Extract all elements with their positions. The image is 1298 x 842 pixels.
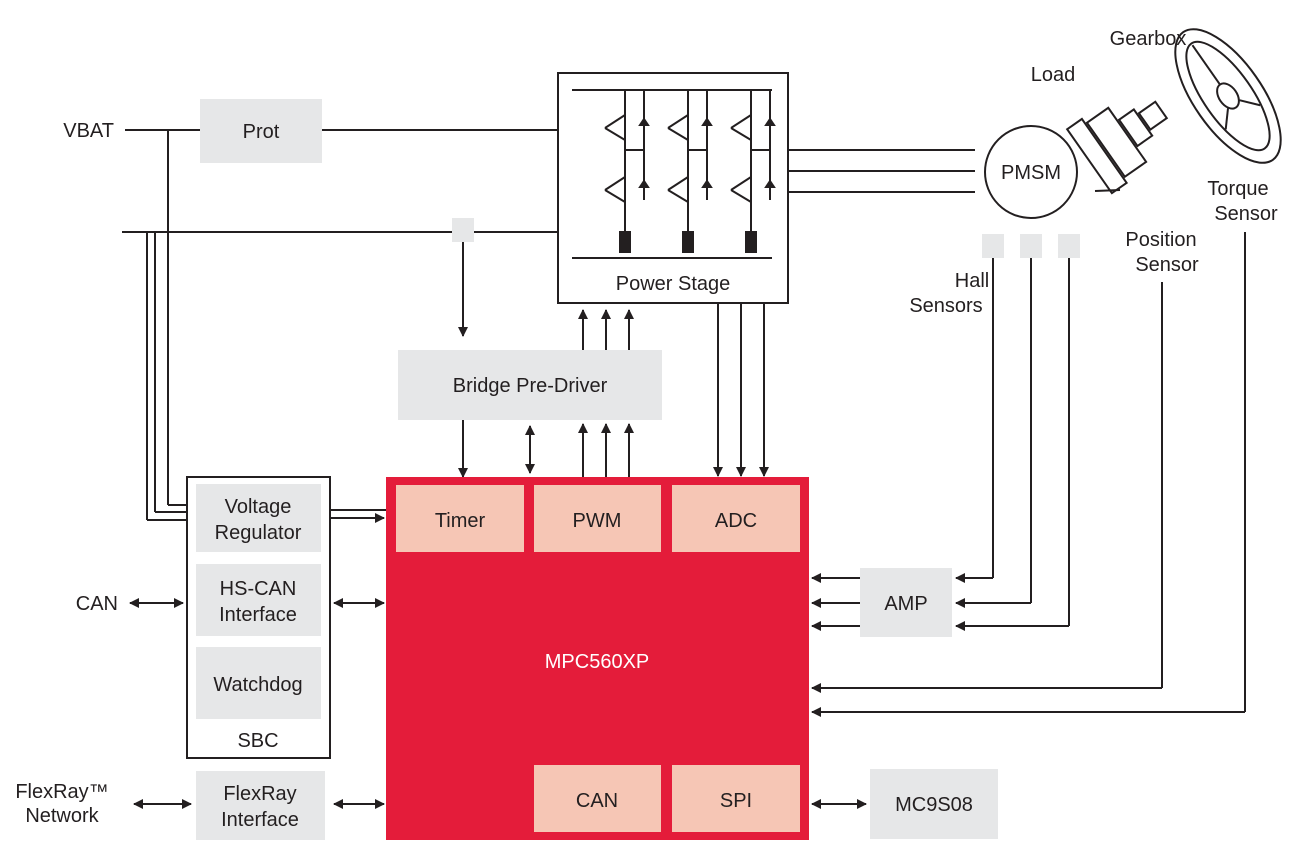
gearbox-label: Gearbox <box>1110 28 1187 50</box>
bridge-predriver-label: Bridge Pre-Driver <box>453 375 608 397</box>
torque-sensor-label-line1: Torque <box>1207 178 1268 200</box>
amp-label: AMP <box>884 593 927 615</box>
position-sensor-label-line1: Position <box>1125 229 1196 251</box>
power-stage-block: Power Stage <box>557 72 789 304</box>
spi-peripheral <box>672 765 800 832</box>
watchdog-label: Watchdog <box>213 674 302 696</box>
timer-label: Timer <box>435 510 486 532</box>
steering-wheel-icon <box>1065 28 1282 195</box>
timer-peripheral <box>396 485 524 552</box>
flexray-interface-label-line1: FlexRay <box>223 783 296 805</box>
vbat-label: VBAT <box>63 120 114 142</box>
hall-sensors-label-line1: Hall <box>955 270 989 292</box>
mcu-label: MPC560XP <box>545 651 650 673</box>
position-sensor-label-line2: Sensor <box>1135 254 1199 276</box>
torque-sensor-label-line2: Sensor <box>1214 203 1278 225</box>
prot-label: Prot <box>243 121 280 143</box>
pwm-peripheral <box>534 485 661 552</box>
power-stage-label: Power Stage <box>616 273 731 295</box>
flexray-interface-block: FlexRay Interface <box>196 771 325 840</box>
spi-label: SPI <box>720 790 752 812</box>
pmsm-label: PMSM <box>1001 162 1061 184</box>
current-sense-block <box>452 218 474 242</box>
flexray-network-label-line1: FlexRay™ <box>15 781 108 803</box>
pwm-label: PWM <box>573 510 622 532</box>
transistor-bridge-icon <box>572 89 776 259</box>
hscan-interface-label-line2: Interface <box>219 604 297 626</box>
pmsm-motor: PMSM <box>984 125 1078 219</box>
adc-peripheral <box>672 485 800 552</box>
wiring <box>122 129 1246 809</box>
voltage-regulator-label-line2: Regulator <box>215 522 302 544</box>
flexray-interface-label-line2: Interface <box>221 809 299 831</box>
mc9s08-label: MC9S08 <box>895 794 973 816</box>
flexray-network-label-line2: Network <box>25 805 99 827</box>
hall-sensors: Hall Sensors <box>909 234 1080 317</box>
mc9s08-block: MC9S08 <box>870 769 998 839</box>
amp-block: AMP <box>860 568 952 637</box>
mcu-block: Timer PWM ADC MPC560XP CAN SPI <box>386 477 809 840</box>
sbc-label: SBC <box>237 730 278 752</box>
sbc-block: Voltage Regulator HS-CAN Interface Watch… <box>186 476 331 759</box>
prot-block: Prot <box>200 99 322 163</box>
can-peripheral <box>534 765 661 832</box>
hscan-interface-label-line1: HS-CAN <box>220 578 297 600</box>
adc-label: ADC <box>715 510 757 532</box>
hall-sensors-label-line2: Sensors <box>909 295 982 317</box>
load-label: Load <box>1031 64 1076 86</box>
can-peripheral-label: CAN <box>576 790 618 812</box>
bridge-predriver-block: Bridge Pre-Driver <box>398 350 662 420</box>
voltage-regulator-label-line1: Voltage <box>225 496 292 518</box>
can-input-label: CAN <box>76 593 118 615</box>
